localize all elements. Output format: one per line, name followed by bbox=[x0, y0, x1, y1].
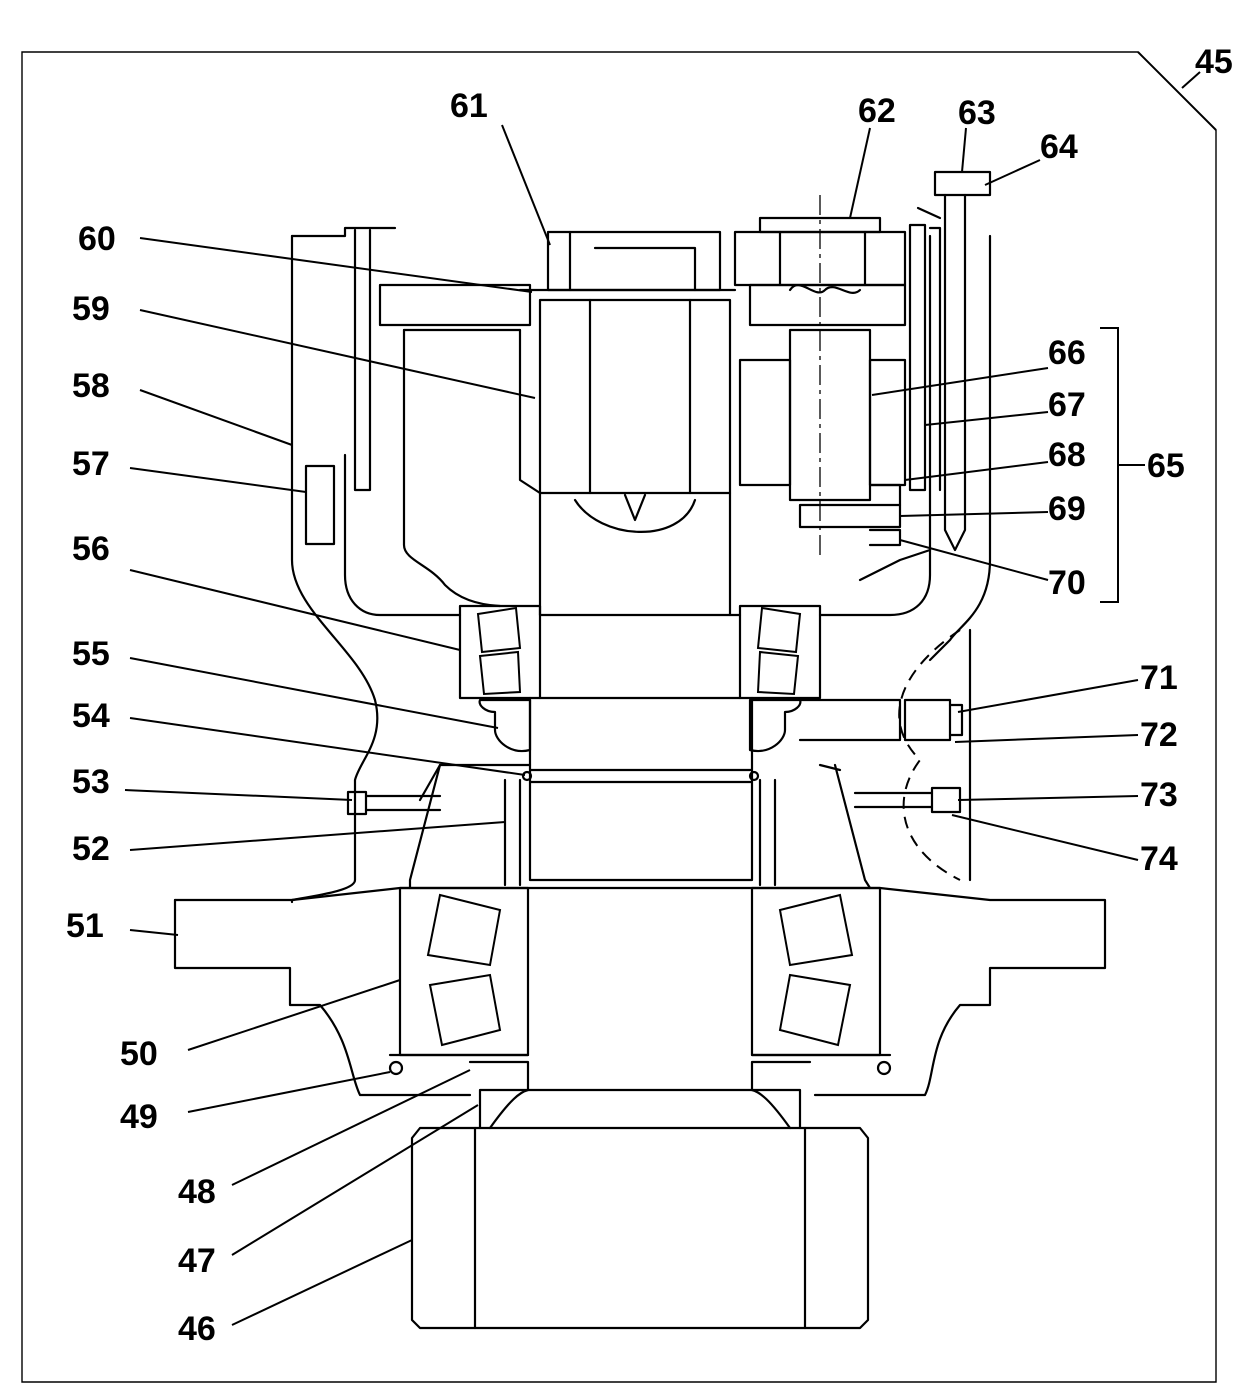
callout-57: 57 bbox=[72, 445, 110, 483]
callout-64: 64 bbox=[1040, 128, 1078, 166]
seal-55 bbox=[478, 698, 532, 753]
callout-47: 47 bbox=[178, 1242, 216, 1280]
callouts: 45 46 47 48 49 50 51 52 53 54 55 56 57 5… bbox=[66, 43, 1233, 1348]
callout-68: 68 bbox=[1048, 436, 1086, 474]
callout-73: 73 bbox=[1140, 776, 1178, 814]
callout-59: 59 bbox=[72, 290, 110, 328]
callout-56: 56 bbox=[72, 530, 110, 568]
callout-54: 54 bbox=[72, 697, 110, 735]
flange-51 bbox=[173, 886, 1107, 1097]
callout-45: 45 bbox=[1195, 43, 1233, 81]
callout-51: 51 bbox=[66, 907, 104, 945]
bearing-56 bbox=[458, 604, 822, 700]
callout-69: 69 bbox=[1048, 490, 1086, 528]
seal-55-right bbox=[748, 698, 802, 753]
callout-71: 71 bbox=[1140, 659, 1178, 697]
callout-65: 65 bbox=[1147, 447, 1185, 485]
bolt-63 bbox=[916, 170, 992, 552]
callout-46: 46 bbox=[178, 1310, 216, 1348]
callout-63: 63 bbox=[958, 94, 996, 132]
pinion-46 bbox=[410, 1126, 870, 1330]
callout-48: 48 bbox=[178, 1173, 216, 1211]
callout-49: 49 bbox=[120, 1098, 158, 1136]
callout-67: 67 bbox=[1048, 386, 1086, 424]
lower-housing bbox=[408, 698, 902, 890]
hidden-line bbox=[898, 629, 961, 881]
callout-72: 72 bbox=[1140, 716, 1178, 754]
callout-58: 58 bbox=[72, 367, 110, 405]
spacer-47-48 bbox=[468, 1060, 812, 1130]
part-57-block bbox=[304, 464, 336, 546]
callout-61: 61 bbox=[450, 87, 488, 125]
callout-74: 74 bbox=[1140, 840, 1178, 878]
callout-60: 60 bbox=[78, 220, 116, 258]
bolts-53-73 bbox=[346, 698, 964, 816]
leader-lines bbox=[124, 51, 1217, 1326]
brake-assembly bbox=[518, 230, 737, 617]
bracket-65 bbox=[1100, 327, 1145, 603]
callout-62: 62 bbox=[858, 92, 896, 130]
diagram-frame bbox=[21, 51, 1217, 1383]
callout-66: 66 bbox=[1048, 334, 1086, 372]
callout-52: 52 bbox=[72, 830, 110, 868]
gear-assembly bbox=[733, 195, 942, 560]
shaft bbox=[528, 696, 754, 882]
upper-housing bbox=[290, 226, 992, 904]
callout-53: 53 bbox=[72, 763, 110, 801]
callout-70: 70 bbox=[1048, 564, 1086, 602]
bearing-50 bbox=[388, 886, 892, 1076]
callout-55: 55 bbox=[72, 635, 110, 673]
callout-50: 50 bbox=[120, 1035, 158, 1073]
